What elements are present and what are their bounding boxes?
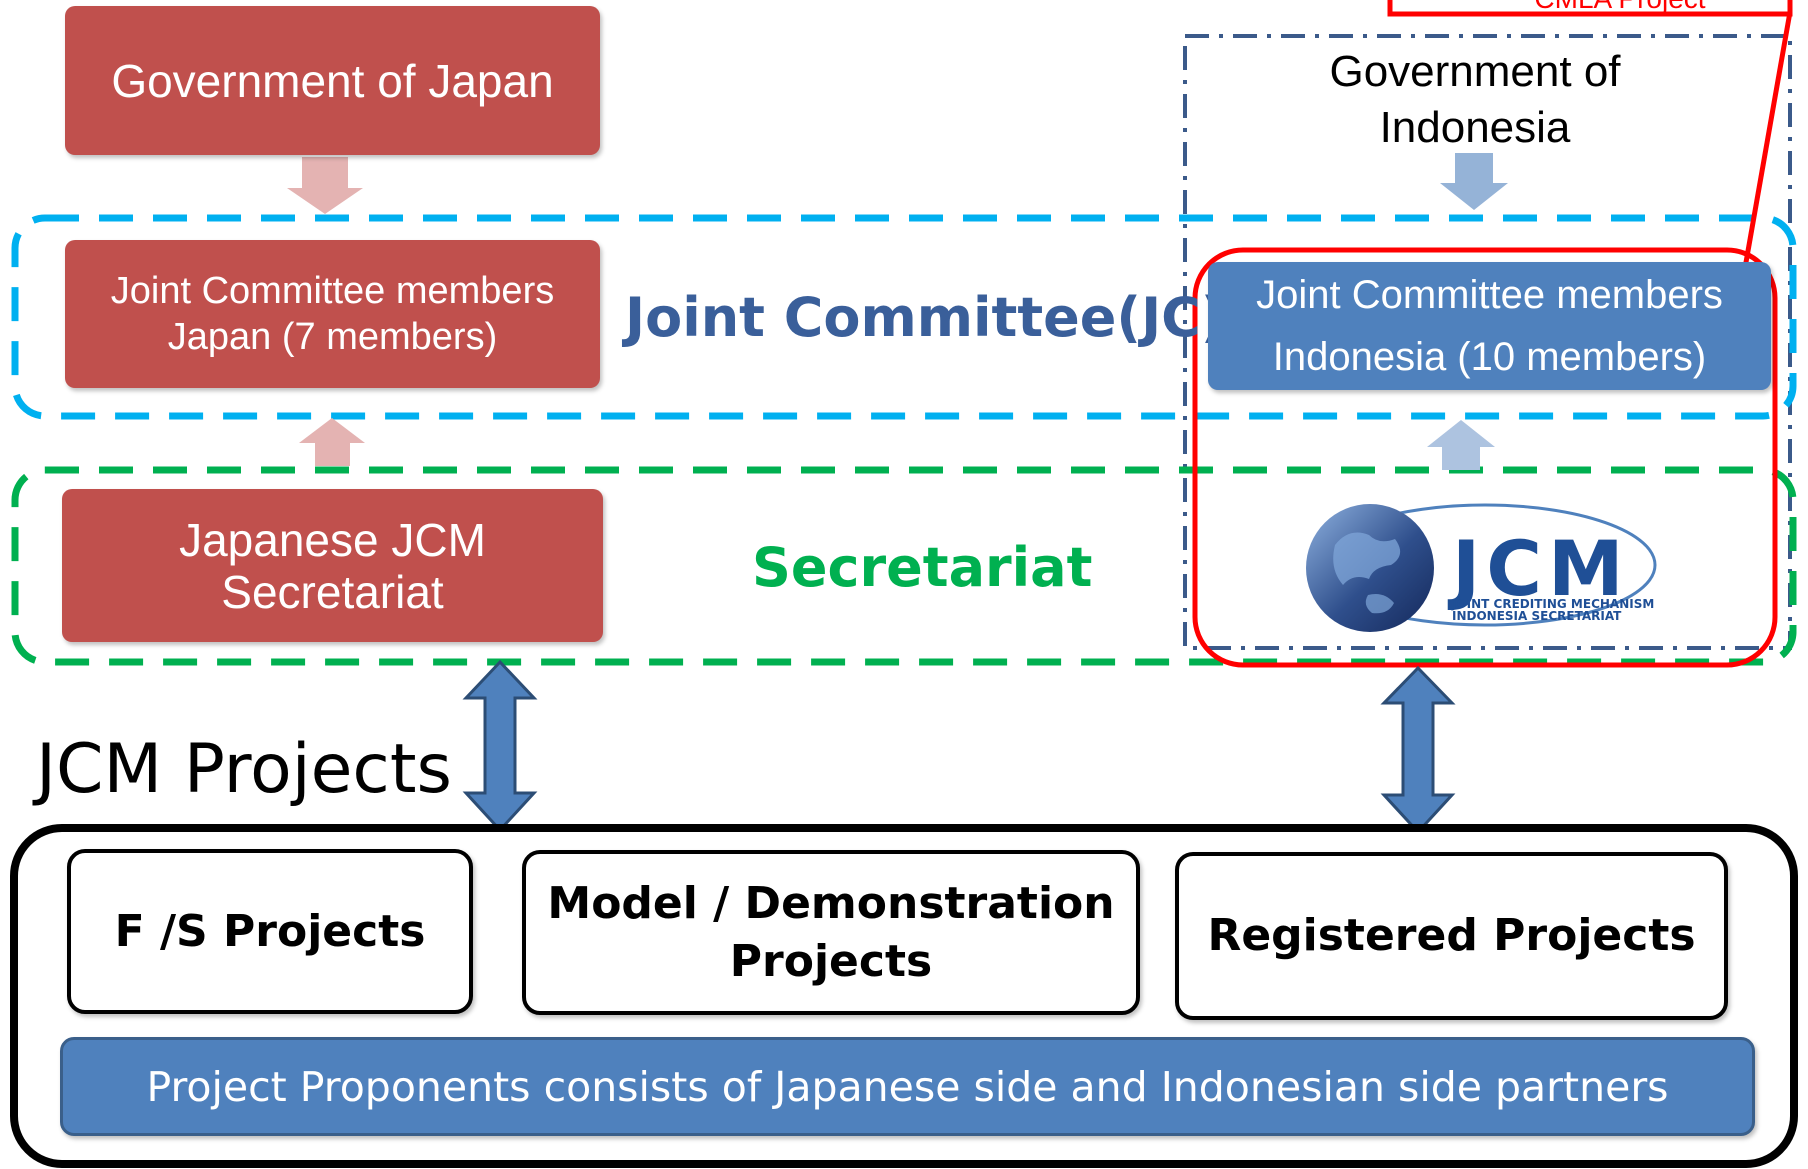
cmla-callout-pointer xyxy=(1742,11,1793,269)
logo-tagline-line1: JOINT CREDITING MECHANISM xyxy=(1451,597,1654,611)
japan-gov-to-jc-arrow xyxy=(287,157,363,214)
government-of-indonesia-line2: Indonesia xyxy=(1379,103,1571,152)
fs-projects-box: F /S Projects xyxy=(67,849,473,1014)
japanese-jcm-secretariat-box: Japanese JCM Secretariat xyxy=(62,489,603,642)
jc-members-indonesia-line1: Joint Committee members xyxy=(1256,273,1723,317)
fs-projects-label: F /S Projects xyxy=(114,905,426,957)
jc-members-japan-box: Joint Committee members Japan (7 members… xyxy=(65,240,600,388)
government-of-indonesia-line1: Government of xyxy=(1329,47,1621,96)
jc-members-indonesia-line2: Indonesia (10 members) xyxy=(1272,335,1707,379)
indonesia-projects-double-arrow xyxy=(1380,665,1456,835)
japanese-jcm-secretariat-line1: Japanese JCM xyxy=(179,513,486,566)
model-demonstration-projects-line1: Model / Demonstration xyxy=(547,877,1115,929)
joint-committee-group-border xyxy=(11,214,1797,420)
registered-projects-box: Registered Projects xyxy=(1175,852,1728,1020)
model-demonstration-projects-line2: Projects xyxy=(729,935,933,987)
indonesia-gov-to-jc-arrow xyxy=(1440,153,1508,210)
registered-projects-label: Registered Projects xyxy=(1207,910,1696,961)
japan-secretariat-to-jc-arrow xyxy=(299,418,365,466)
government-of-indonesia-label: Government of Indonesia xyxy=(1240,44,1710,164)
secretariat-label: Secretariat xyxy=(752,536,1093,599)
jc-members-japan-line1: Joint Committee members xyxy=(110,270,555,312)
jc-members-indonesia-box: Joint Committee members Indonesia (10 me… xyxy=(1208,262,1771,390)
logo-wordmark: JCM xyxy=(1447,524,1630,613)
japan-projects-double-arrow xyxy=(462,659,538,833)
model-demonstration-projects-box: Model / Demonstration Projects xyxy=(522,850,1140,1015)
cmla-callout-label: CMLA Project xyxy=(1480,0,1760,14)
project-proponents-bar: Project Proponents consists of Japanese … xyxy=(60,1037,1755,1136)
cmla-highlight-border xyxy=(1192,247,1778,668)
jcm-projects-heading: JCM Projects xyxy=(36,730,452,809)
logo-tagline-line2: INDONESIA SECRETARIAT xyxy=(1452,609,1622,623)
japanese-jcm-secretariat-line2: Secretariat xyxy=(221,565,444,618)
jc-members-japan-line2: Japan (7 members) xyxy=(167,316,498,358)
indonesia-secretariat-to-jc-arrow xyxy=(1427,420,1495,470)
indonesia-group-border xyxy=(1183,34,1792,650)
government-of-japan-box: Government of Japan xyxy=(65,6,600,155)
joint-committee-label: Joint Committee(JC) xyxy=(625,286,1226,349)
government-of-japan-label: Government of Japan xyxy=(111,54,554,107)
project-proponents-label: Project Proponents consists of Japanese … xyxy=(146,1062,1669,1111)
cmla-callout-box xyxy=(1387,0,1793,17)
jcm-indonesia-secretariat-logo: JCM JOINT CREDITING MECHANISM INDONESIA … xyxy=(1306,503,1657,632)
